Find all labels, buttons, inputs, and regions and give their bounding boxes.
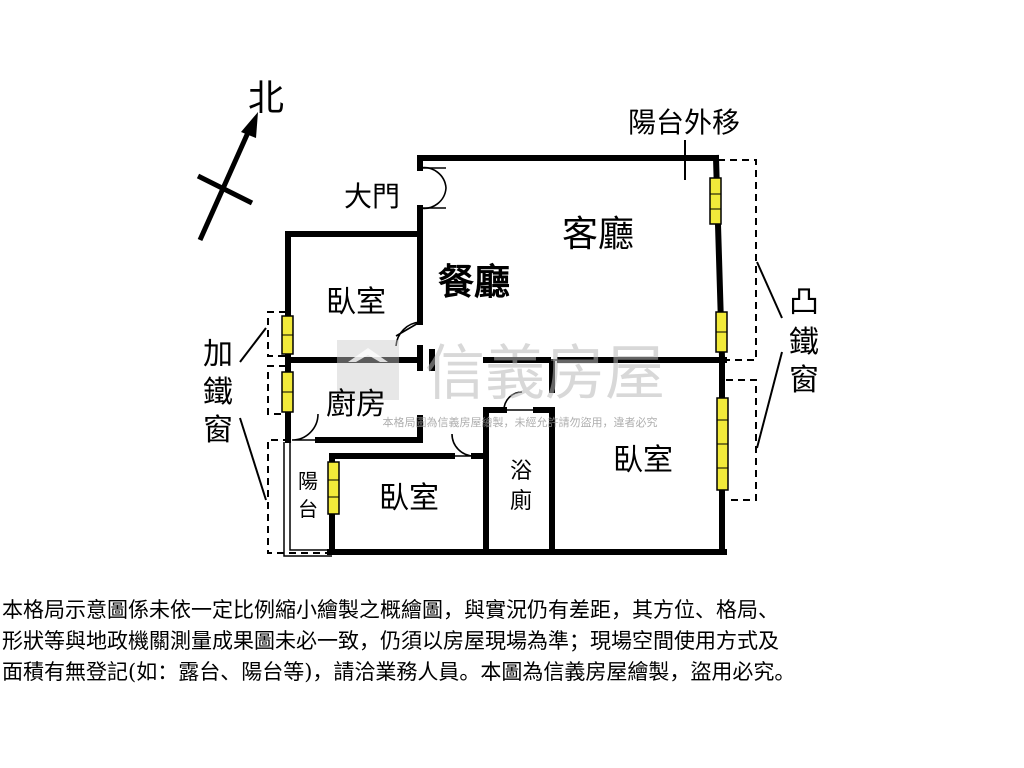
floor-plan: 北 bbox=[196, 78, 819, 557]
balcony-outline bbox=[283, 442, 332, 557]
bay-window-right-1: 凸 bbox=[789, 285, 819, 320]
room-bedroom-lower: 臥室 bbox=[379, 481, 439, 516]
disclaimer-line-3: 面積有無登記(如：露台、陽台等)，請洽業務人員。本圖為信義房屋繪製，盜用必究。 bbox=[2, 660, 796, 684]
iron-window-left-3: 窗 bbox=[203, 413, 233, 448]
bay-window-right-2: 鐵 bbox=[789, 325, 819, 360]
doors bbox=[291, 166, 560, 457]
watermark-brand: 信義房屋 bbox=[425, 339, 665, 409]
disclaimer-text: 本格局示意圖係未依一定比例縮小繪製之概繪圖，與實況仍有差距，其方位、格局、 形狀… bbox=[2, 595, 1022, 688]
watermark-notice: 本格局圖為信義房屋繪製，未經允許請勿盜用，違者必究 bbox=[383, 415, 658, 429]
disclaimer-line-2: 形狀等與地政機關測量成果圖未必一致，仍須以房屋現場為準；現場空間使用方式及 bbox=[2, 629, 779, 653]
room-bedroom-right: 臥室 bbox=[613, 443, 673, 478]
disclaimer-line-1: 本格局示意圖係未依一定比例縮小繪製之概繪圖，與實況仍有差距，其方位、格局、 bbox=[2, 598, 779, 622]
annotation-leaders bbox=[239, 140, 783, 501]
room-bathroom-1: 浴 bbox=[510, 459, 532, 484]
room-bedroom-upper: 臥室 bbox=[326, 285, 386, 320]
room-living: 客廳 bbox=[562, 214, 634, 255]
room-bathroom-2: 廁 bbox=[510, 489, 532, 514]
room-balcony-1: 陽 bbox=[298, 469, 318, 493]
room-balcony-2: 台 bbox=[298, 497, 318, 521]
main-door-label: 大門 bbox=[344, 180, 400, 213]
balcony-moved-label: 陽台外移 bbox=[628, 106, 740, 139]
north-compass: 北 bbox=[196, 78, 284, 242]
bay-window-right-3: 窗 bbox=[789, 363, 819, 398]
watermark: 信義房屋 本格局圖為信義房屋繪製，未經允許請勿盜用，違者必究 bbox=[337, 339, 665, 429]
room-kitchen: 廚房 bbox=[326, 387, 386, 422]
iron-window-left-1: 加 bbox=[203, 337, 233, 372]
north-label: 北 bbox=[248, 78, 284, 119]
iron-window-left-2: 鐵 bbox=[203, 375, 233, 410]
room-dining: 餐廳 bbox=[438, 261, 510, 303]
window-dividers bbox=[282, 193, 728, 498]
dashed-outlines bbox=[267, 159, 757, 554]
